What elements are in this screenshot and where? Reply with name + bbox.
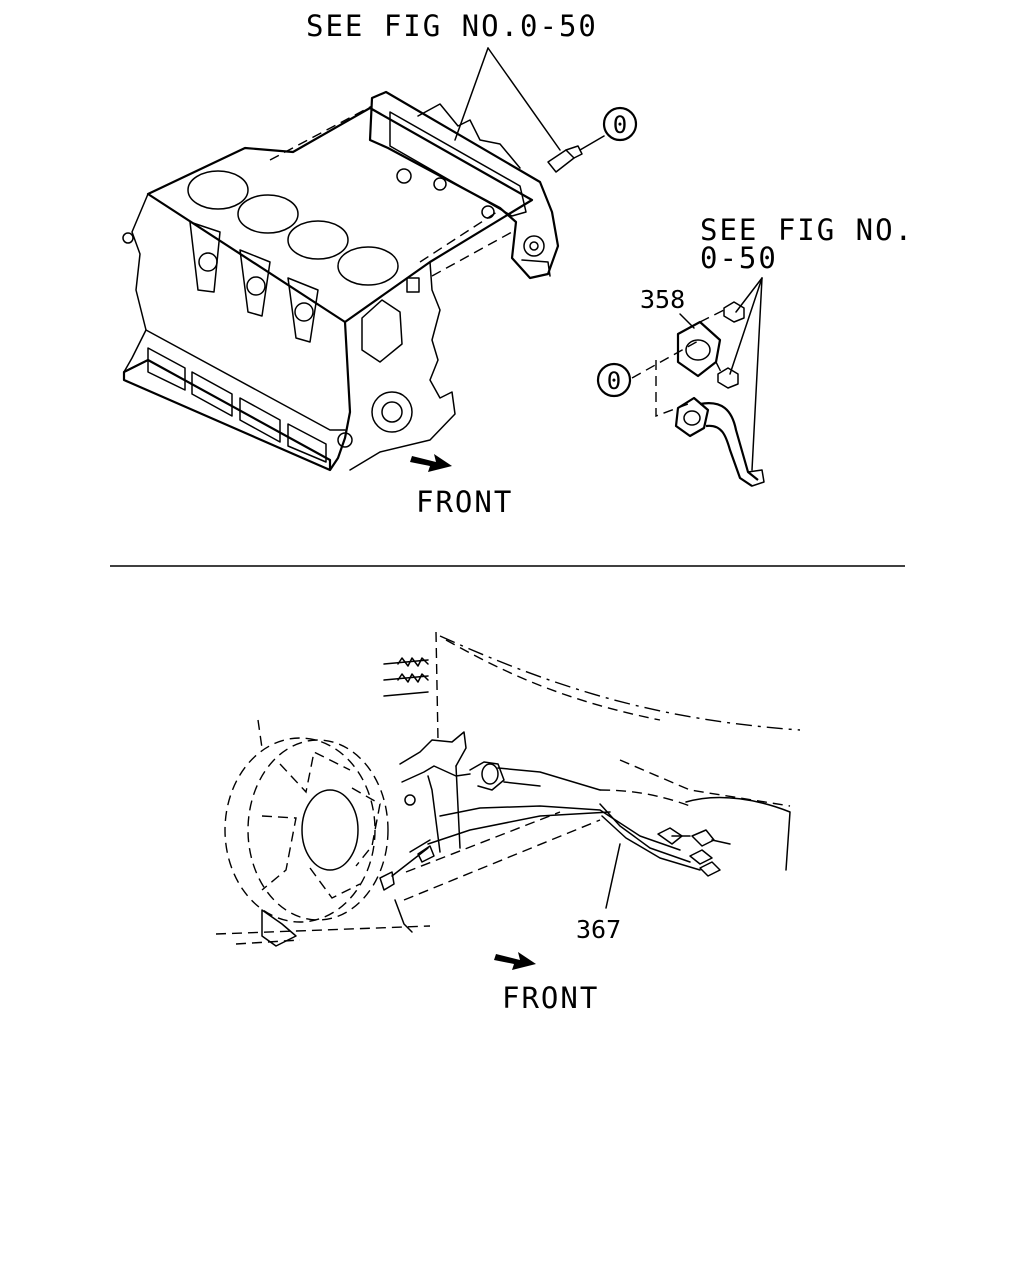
front-arrow-icon-top (410, 454, 452, 472)
ref-leader-right-2 (729, 277, 763, 375)
part-number-367: 367 (576, 915, 621, 944)
see-fig-label-right-line2: 0-50 (700, 241, 778, 275)
see-fig-label-top: SEE FIG NO.0-50 (306, 9, 598, 43)
circle-marker-a (602, 106, 638, 142)
front-label-top: FRONT (416, 485, 513, 519)
ref-leader-top-left (454, 47, 489, 141)
front-label-bottom: FRONT (502, 981, 599, 1015)
part-358-leader (679, 313, 695, 329)
cooling-fan-drawing (224, 719, 389, 947)
front-arrow-icon-bottom (494, 952, 536, 970)
ref-leader-right-1 (735, 277, 763, 313)
ref-leader-right-3 (751, 277, 763, 471)
engine-bay-outline (215, 631, 801, 945)
part-367-leader (605, 843, 621, 909)
part-number-358: 358 (640, 285, 685, 314)
circle-marker-b-label: 0 (607, 367, 621, 395)
pipe-assembly-drawing (631, 301, 765, 487)
sensor-assembly-drawing (379, 731, 731, 891)
engine-block-drawing (122, 105, 534, 472)
see-fig-label-right-line1: SEE FIG NO. (700, 213, 914, 247)
side-cover-drawing (368, 90, 560, 280)
circle-marker-a-label: 0 (613, 111, 627, 139)
ref-leader-top-right (487, 47, 561, 151)
circle-marker-b (596, 362, 632, 398)
drain-plug-drawing (547, 135, 605, 173)
